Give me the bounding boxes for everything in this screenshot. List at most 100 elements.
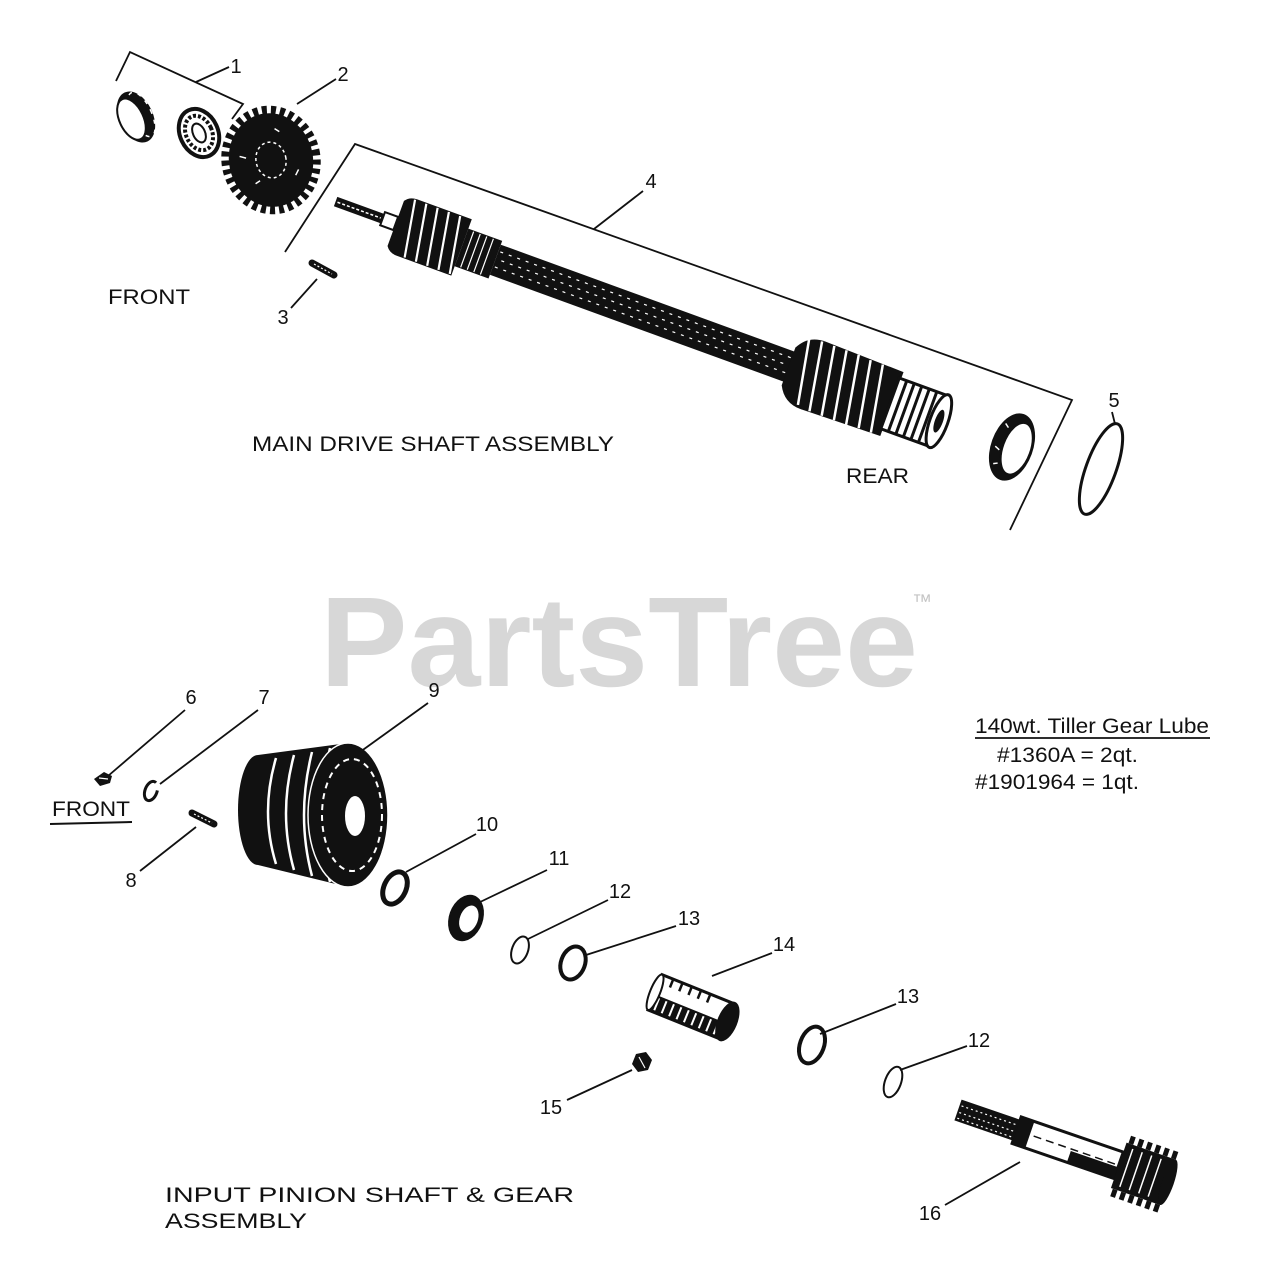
- ring-part-12: [510, 935, 530, 965]
- housing-face-ring: [321, 758, 383, 872]
- callout-11[interactable]: 11: [549, 848, 570, 870]
- roll-pin-part-3: [308, 259, 338, 279]
- shaft-collar-ribs: [460, 231, 494, 275]
- gear-face: [228, 113, 314, 207]
- worm-gear-part-14: [645, 972, 740, 1042]
- leader-line-4: [593, 190, 644, 230]
- helical-gear-teeth: [403, 199, 462, 275]
- callout-6[interactable]: 6: [185, 687, 196, 709]
- rear-bearing-rollers: [887, 381, 938, 442]
- rear-cup-inner: [999, 421, 1034, 476]
- pinion-gear-highlights: [1119, 1148, 1162, 1197]
- lube-note-line-2: #1901964 = 1qt.: [975, 771, 1139, 794]
- pinion-spline: [954, 1099, 1021, 1141]
- worm-gear-left-end: [645, 973, 665, 1011]
- rear-label: REAR: [846, 465, 909, 488]
- leader-line-11: [477, 869, 548, 904]
- worm-gear: [781, 339, 904, 437]
- callout-14[interactable]: 14: [773, 934, 795, 956]
- callout-13-rear[interactable]: 13: [897, 986, 919, 1008]
- callout-12[interactable]: 12: [609, 881, 631, 903]
- input-housing-part-9: [238, 742, 389, 888]
- callout-1[interactable]: 1: [230, 56, 241, 78]
- bearing-cone-part-1: [176, 106, 222, 160]
- ring-part-10: [380, 869, 410, 907]
- callout-4[interactable]: 4: [645, 171, 656, 193]
- bearing-cup-rear: [988, 413, 1036, 481]
- callout-3[interactable]: 3: [277, 307, 288, 329]
- leader-line-8: [139, 826, 197, 872]
- shaft-tip-spline: [333, 196, 385, 224]
- input-pinion-title-line1: INPUT PINION SHAFT & GEAR: [165, 1184, 574, 1207]
- key-part-6: [94, 772, 112, 786]
- callout-13[interactable]: 13: [678, 908, 700, 930]
- leader-line-14: [711, 952, 773, 977]
- bearing-cup-part-1: [116, 91, 156, 143]
- pinion-gear-end: [1158, 1159, 1178, 1206]
- front-label-main: FRONT: [108, 286, 190, 309]
- leader-line-1: [195, 66, 230, 83]
- leader-line-15: [566, 1069, 633, 1101]
- leader-line-5: [1111, 411, 1116, 425]
- housing-bore: [341, 792, 369, 840]
- rear-cup-highlights: [993, 423, 1010, 465]
- partstree-watermark: PartsTree: [320, 571, 918, 714]
- callout-5[interactable]: 5: [1108, 390, 1119, 412]
- gear-teeth: [221, 105, 321, 215]
- helical-gear: [387, 198, 472, 276]
- lube-note-heading: 140wt. Tiller Gear Lube: [975, 715, 1209, 738]
- callout-8[interactable]: 8: [125, 870, 136, 892]
- leader-line-6: [107, 709, 186, 777]
- main-drive-shaft-assembly: 1 2 3: [108, 50, 1125, 531]
- leader-line-12: [527, 899, 609, 940]
- gear-hub: [255, 141, 287, 179]
- retaining-ring-part-7: [142, 779, 160, 803]
- pin8-slot: [193, 813, 213, 824]
- pinion-gear: [1110, 1142, 1176, 1205]
- cup-rim-marks: [127, 91, 156, 138]
- bracket-part-4: [284, 142, 1074, 531]
- input-pinion-shaft-part-16: [954, 1099, 1179, 1213]
- ring-part-13-rear: [796, 1024, 828, 1066]
- nut-part-15: [632, 1052, 652, 1072]
- snap-ring-part-5: [1077, 422, 1125, 516]
- ring-part-13: [558, 944, 588, 982]
- callout-15[interactable]: 15: [540, 1097, 562, 1119]
- front-label-underline: [49, 821, 133, 825]
- pinion-shaft-band: [1012, 1116, 1035, 1148]
- pin-slot: [313, 263, 333, 275]
- callout-9[interactable]: 9: [428, 680, 439, 702]
- leader-line-10: [405, 833, 477, 873]
- shaft-collar: [454, 228, 503, 279]
- leader-line-9: [359, 702, 429, 753]
- shaft-body: [489, 244, 796, 383]
- leader-line-13-rear: [819, 1003, 897, 1035]
- callout-7[interactable]: 7: [258, 687, 269, 709]
- callout-2[interactable]: 2: [337, 64, 348, 86]
- gear-part-2: [221, 105, 321, 215]
- leader-line-7: [159, 709, 259, 785]
- key-edge: [98, 777, 109, 780]
- bracket-part-1: [115, 50, 245, 120]
- rear-bearing-bore: [933, 409, 945, 433]
- nut-edge: [638, 1056, 646, 1069]
- housing-grooves: [266, 747, 332, 883]
- front-label-input: FRONT: [52, 798, 130, 821]
- pinion-shaft-shade: [1066, 1150, 1119, 1179]
- cone-bore: [191, 122, 207, 144]
- callout-12-rear[interactable]: 12: [968, 1030, 990, 1052]
- lube-note: 140wt. Tiller Gear Lube #1360A = 2qt. #1…: [975, 715, 1210, 794]
- pinion-shaft-centerline: [1033, 1135, 1116, 1165]
- cone-rollers: [182, 113, 216, 153]
- callout-10[interactable]: 10: [476, 814, 498, 836]
- main-drive-title: MAIN DRIVE SHAFT ASSEMBLY: [252, 433, 614, 456]
- input-pinion-assembly: 6 7 FRONT 8 9 10: [49, 680, 1179, 1233]
- leader-line-13: [585, 925, 677, 956]
- leader-line-3: [290, 278, 318, 309]
- leader-line-16: [944, 1161, 1021, 1206]
- callout-16[interactable]: 16: [919, 1203, 941, 1225]
- ring-part-12-rear: [882, 1065, 904, 1099]
- bushing-part-11: [448, 894, 484, 942]
- pin-part-8: [188, 809, 218, 828]
